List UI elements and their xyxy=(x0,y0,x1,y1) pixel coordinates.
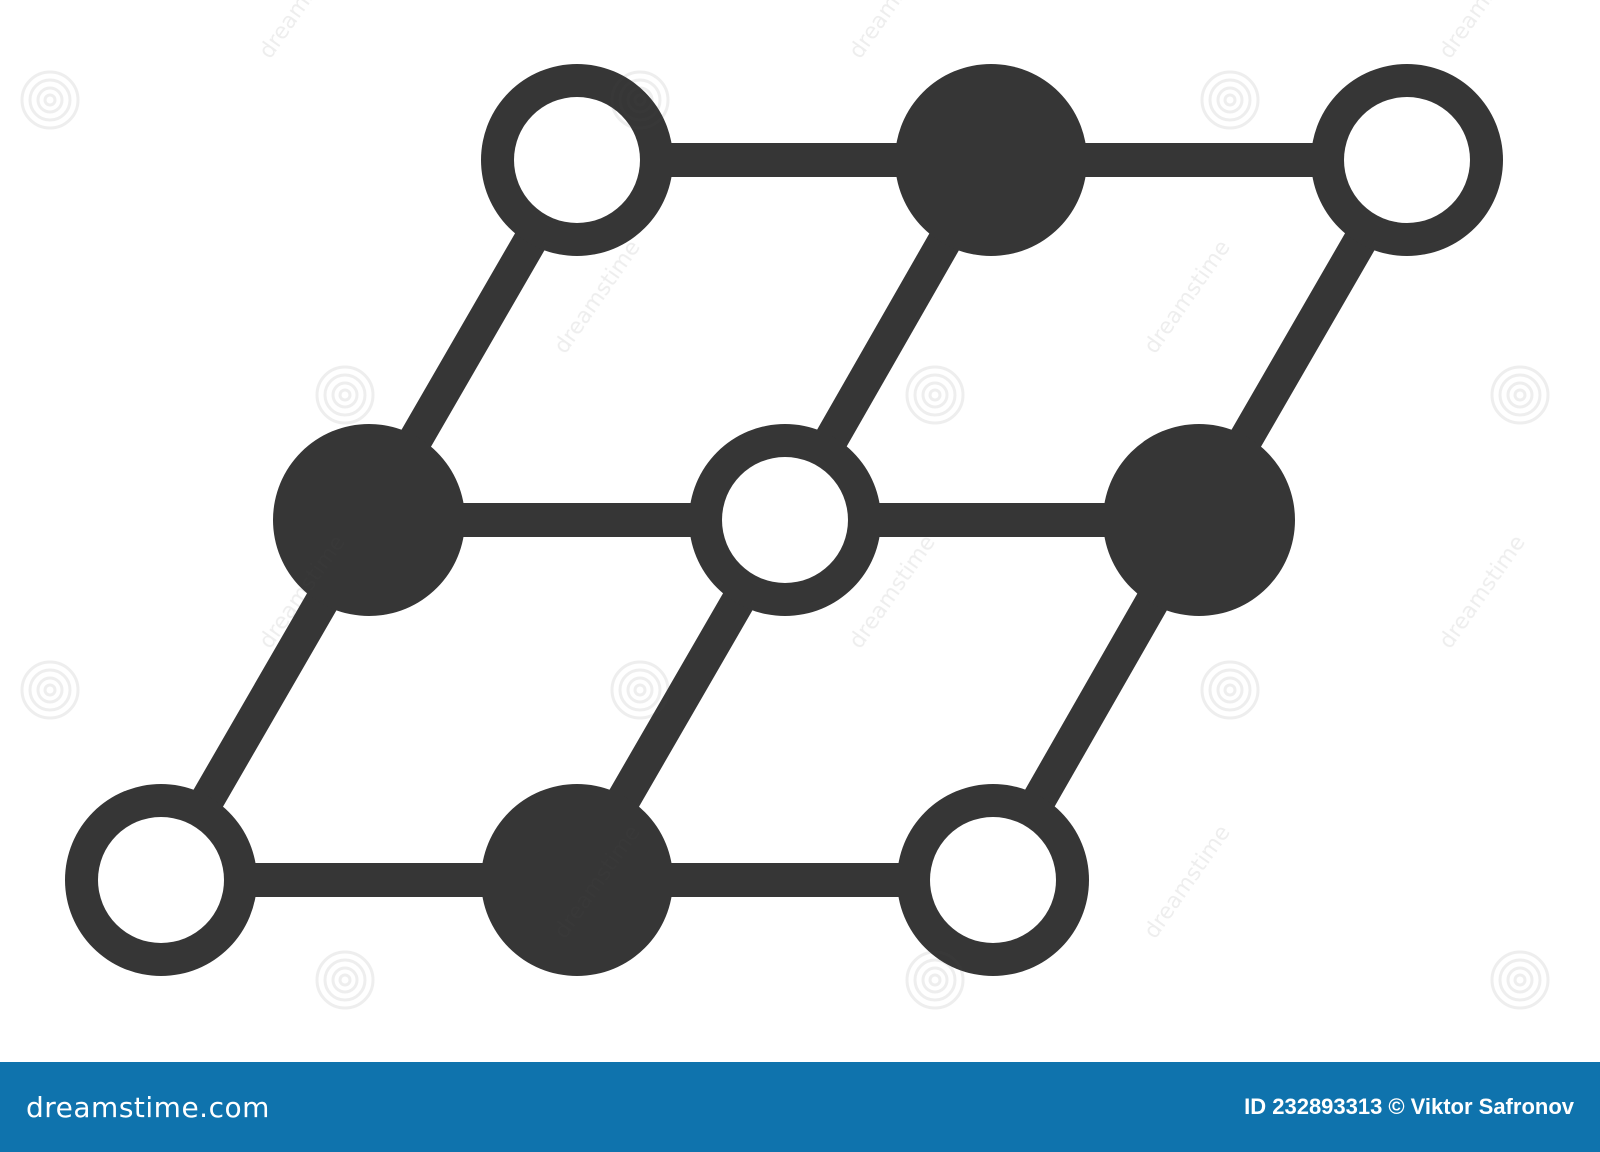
footer-bar: dreamstime.com ID 232893313 © Viktor Saf… xyxy=(0,1062,1600,1152)
hollow-node xyxy=(689,424,881,616)
watermark-text: dreamstime xyxy=(1434,0,1530,63)
filled-node xyxy=(895,64,1087,256)
watermark-mark: dreamstime xyxy=(1490,365,1550,425)
lattice-nodes xyxy=(65,64,1503,976)
watermark-mark: dreamstime xyxy=(905,236,1236,425)
filled-node xyxy=(273,424,465,616)
watermark-text: dreamstime xyxy=(1139,821,1235,944)
copyright-icon: © xyxy=(1388,1094,1405,1119)
watermark-mark: dreamstime xyxy=(610,0,941,130)
hollow-node xyxy=(65,784,257,976)
filled-node xyxy=(481,784,673,976)
hollow-node xyxy=(897,784,1089,976)
filled-node xyxy=(1103,424,1295,616)
watermark-text: dreamstime xyxy=(1139,236,1235,359)
hollow-node xyxy=(1311,64,1503,256)
author-name[interactable]: Viktor Safronov xyxy=(1410,1094,1574,1119)
watermark-mark: dreamstime xyxy=(1490,950,1550,1010)
image-credit: ID 232893313 © Viktor Safronov xyxy=(1244,1094,1574,1120)
watermark-text: dreamstime xyxy=(1434,531,1530,654)
watermark-text: dreamstime xyxy=(844,0,940,63)
watermark-text: dreamstime xyxy=(254,0,350,63)
lattice-network-icon: dreamstime dreamstime dreamstime dreamstime… xyxy=(20,0,1550,1010)
hollow-node xyxy=(481,64,673,256)
watermark-mark: dreamstime xyxy=(20,0,351,130)
site-logo[interactable]: dreamstime.com xyxy=(26,1090,270,1124)
image-id: ID 232893313 xyxy=(1244,1094,1383,1119)
